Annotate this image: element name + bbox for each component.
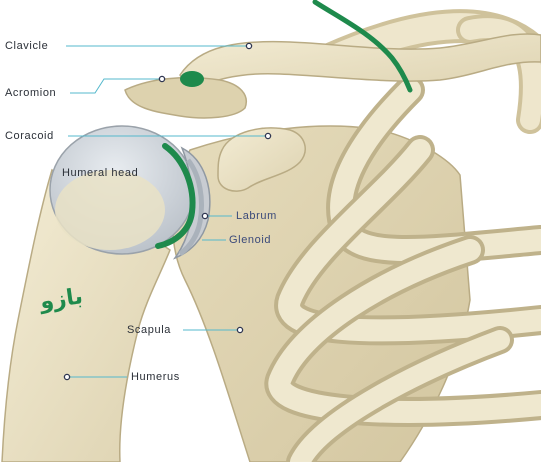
- ink-dot-acromion: [180, 71, 204, 87]
- label-labrum: Labrum: [236, 210, 277, 223]
- label-acromion: Acromion: [5, 87, 56, 100]
- label-glenoid: Glenoid: [229, 234, 271, 247]
- label-scapula: Scapula: [127, 324, 171, 337]
- label-humerus: Humerus: [131, 371, 180, 384]
- label-clavicle: Clavicle: [5, 40, 48, 53]
- label-humeral-head: Humeral head: [62, 167, 138, 180]
- label-coracoid: Coracoid: [5, 130, 54, 143]
